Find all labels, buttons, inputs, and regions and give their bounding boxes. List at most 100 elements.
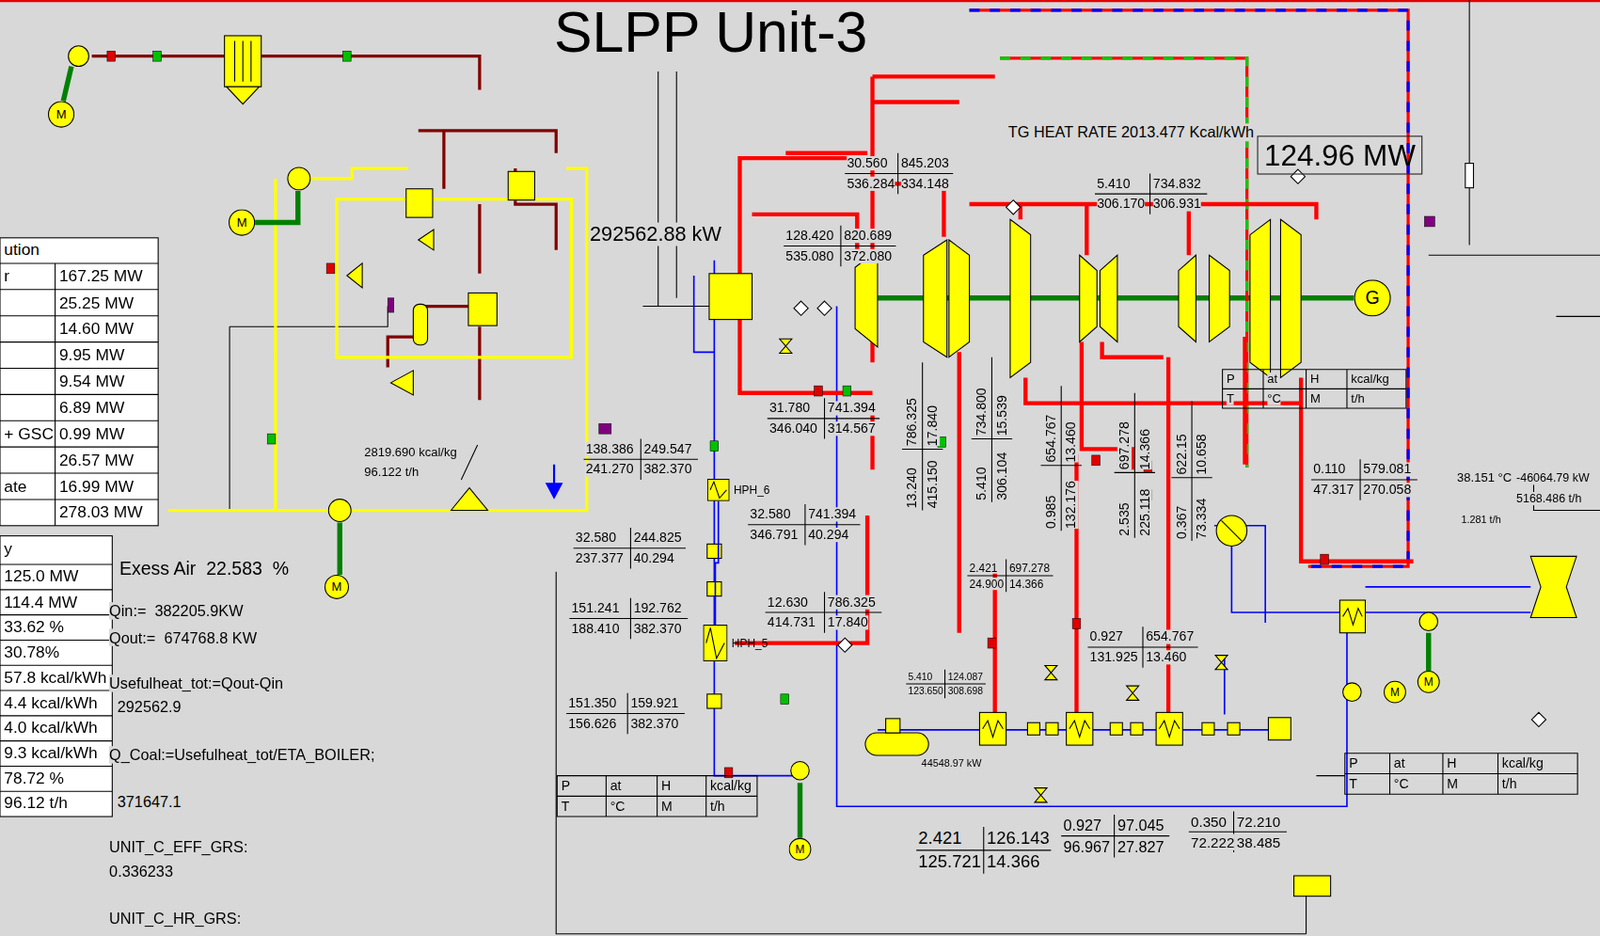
value-label: r [3, 267, 10, 286]
stream-value: 225.118 [1137, 489, 1153, 537]
status-green [267, 433, 276, 444]
stream-value: 38.485 [1236, 833, 1281, 850]
drain-line [714, 501, 718, 625]
stream-value: 697.278 [1116, 421, 1132, 470]
stream-value: 372.080 [843, 248, 892, 264]
unit-legend-cell: at [610, 777, 622, 793]
value-label: 2819.690 kcal/kg [364, 445, 457, 460]
data-box-lines-path [573, 527, 686, 569]
turbine-stage [923, 239, 948, 358]
stream-value: 382.370 [630, 715, 679, 731]
diamond-marker [1531, 712, 1546, 727]
value-label: ution [3, 240, 40, 260]
stream-value: 0.367 [1173, 506, 1189, 539]
diagram-title: SLPP Unit-3 [554, 0, 868, 66]
drain-cooler [1227, 722, 1240, 735]
status-red [814, 385, 824, 397]
value-label: 125.0 MW [3, 567, 79, 587]
turbine-stage [1010, 219, 1031, 378]
data-box-lines-path [767, 397, 880, 439]
efficiency-table [0, 536, 112, 817]
status-purple [387, 298, 395, 313]
stream-value: 17.840 [827, 615, 869, 631]
data-box-lines-path [1188, 811, 1287, 853]
condenser [1216, 515, 1248, 547]
value-label: ate [3, 476, 27, 496]
stream-value: 306.931 [1153, 196, 1202, 212]
stream-value: 13.460 [1063, 421, 1079, 462]
stream-value: 73.334 [1194, 498, 1210, 539]
motor-circle: M [228, 208, 255, 236]
data-box-lines-path [1311, 459, 1418, 500]
pump-symbol [1343, 682, 1363, 702]
value-label: 0.99 MW [59, 425, 125, 444]
stream-value: 32.580 [749, 506, 791, 523]
heater-coil [710, 481, 727, 498]
loop-line [969, 10, 1409, 567]
distribution-table-rules [0, 263, 159, 526]
stream-value: 159.921 [630, 695, 679, 711]
stream-value: 314.567 [827, 421, 876, 437]
turbine-stage [1280, 219, 1301, 378]
status-green [342, 50, 351, 62]
rotated-data-box: 0.367622.1573.33410.658 [1171, 400, 1212, 541]
stream-value: 138.386 [586, 441, 634, 457]
node-text: M [1390, 686, 1400, 698]
node-text: G [1364, 288, 1379, 308]
value-label: 33.62 % [3, 617, 64, 637]
data-box-lines-path [566, 693, 685, 734]
stream-value: 414.731 [767, 615, 816, 631]
node-text: M [237, 216, 248, 229]
water-pipe [694, 260, 1532, 808]
stream-value: 132.176 [1063, 480, 1079, 529]
stream-value: 128.420 [785, 228, 834, 244]
unit-legend-cell: t/h [1350, 391, 1364, 406]
loop-line-dash [999, 58, 1248, 468]
value-label: 167.25 MW [59, 267, 143, 286]
value-label: 38.151 °C [1457, 471, 1512, 486]
stream-value: 334.148 [901, 175, 950, 191]
unit-legend-cell: T [1226, 391, 1235, 406]
data-box-lines-path [966, 559, 1053, 593]
pump-symbol [791, 760, 810, 780]
data-box-lines-path [1171, 400, 1212, 541]
air-heater [406, 189, 433, 218]
status-green [153, 50, 162, 62]
turbine-stage [949, 239, 970, 358]
heater-shell [703, 625, 728, 662]
turbine-stage [1099, 254, 1117, 342]
value-label: 371647.1 [117, 792, 182, 811]
status-purple [1424, 216, 1435, 227]
value-label: 4.4 kcal/kWh [3, 693, 97, 713]
stream-value: 536.284 [846, 175, 895, 191]
stream-value: 0.110 [1313, 461, 1346, 477]
data-box-lines-path [1061, 814, 1170, 858]
stream-value: 0.985 [1043, 495, 1059, 529]
motor-circle: M [789, 838, 812, 861]
unit-legend-grid-path [1345, 753, 1578, 794]
stream-value: 27.827 [1117, 838, 1165, 856]
status-green [710, 441, 719, 452]
diamond-marker [1006, 200, 1021, 215]
stream-value: 24.900 [969, 577, 1005, 591]
stream-value: 308.698 [948, 685, 983, 698]
generator-circle: G [1354, 279, 1392, 317]
value-label: 114.4 MW [3, 592, 78, 612]
stream-value: 156.626 [568, 715, 617, 731]
meter-box [1465, 163, 1474, 189]
data-box-lines-path [1094, 173, 1207, 214]
stream-value: 14.366 [1009, 577, 1045, 591]
turbine-stage [1178, 254, 1196, 342]
stream-value: 97.045 [1117, 816, 1165, 835]
stream-value: 622.15 [1173, 433, 1189, 475]
stream-value: 40.294 [807, 526, 849, 542]
data-box-lines-path [902, 362, 943, 510]
stream-value: 72.210 [1236, 813, 1281, 830]
lp-heater [979, 712, 1006, 745]
turbine-stage [855, 250, 878, 348]
flow-arrow [546, 464, 561, 498]
stream-value: 741.394 [827, 400, 876, 416]
data-box-lines-path [783, 225, 896, 267]
stream-value: 15.539 [994, 395, 1010, 436]
unit-legend-cell: T [1348, 776, 1358, 792]
